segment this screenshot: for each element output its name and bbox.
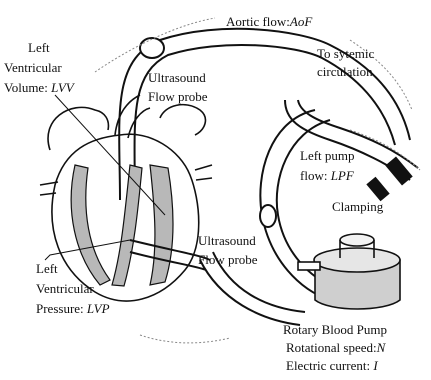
bottom-probe-label-line1: Ultrasound <box>198 233 256 248</box>
lv-volume-label-line2: Ventricular <box>4 60 62 75</box>
clamping-label: Clamping <box>332 199 384 214</box>
bottom-flow-probe-icon <box>260 205 276 227</box>
pump-flow-label-line2: flow: LPF <box>300 168 355 183</box>
ventricle-walls <box>71 165 173 286</box>
pump-title-label: Rotary Blood Pump <box>283 322 387 337</box>
top-probe-label-line1: Ultrasound <box>148 70 206 85</box>
pump-current-label: Electric current: I <box>286 358 378 373</box>
bottom-probe-label-line2: Flow probe <box>198 252 258 267</box>
systemic-label-line1: To sytemic <box>317 46 374 61</box>
top-probe-label-line2: Flow probe <box>148 89 208 104</box>
pointer-lines <box>45 95 165 260</box>
lv-pressure-label-line2: Ventricular <box>36 281 94 296</box>
systemic-label-line2: circulation <box>317 64 373 79</box>
pump-speed-label: Rotational speed:N <box>286 340 387 355</box>
aortic-flow-label: Aortic flow:AoF <box>226 14 313 29</box>
pump-flow-label-line1: Left pump <box>300 148 355 163</box>
lv-pressure-label-line1: Left <box>36 261 58 276</box>
lv-volume-label-line3: Volume: LVV <box>4 80 76 95</box>
lv-volume-label-line1: Left <box>28 40 50 55</box>
clamp-icon <box>366 157 412 202</box>
rotary-pump-icon <box>298 234 400 309</box>
lv-pressure-label-line3: Pressure: LVP <box>36 301 110 316</box>
top-flow-probe-icon <box>140 38 164 58</box>
